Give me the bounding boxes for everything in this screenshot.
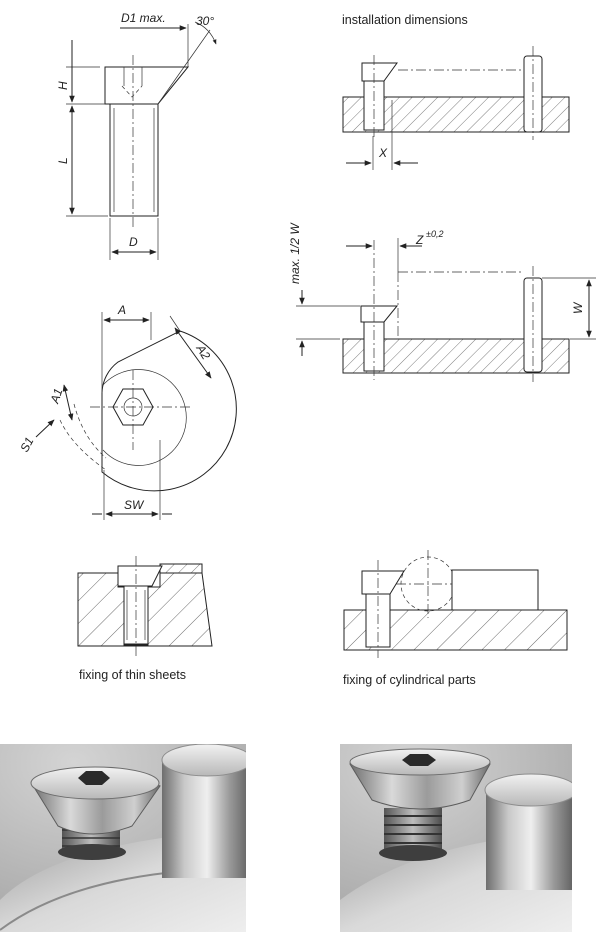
label-x: X bbox=[378, 146, 388, 160]
label-d: D bbox=[129, 235, 138, 249]
photo-screw-left bbox=[0, 744, 246, 932]
photo-screw-right bbox=[340, 744, 572, 932]
installation-diagram-x: X bbox=[342, 46, 570, 170]
installation-title: installation dimensions bbox=[342, 13, 468, 27]
screw-top-view: A A2 A1 S1 SW bbox=[17, 303, 237, 520]
label-l: L bbox=[56, 157, 70, 164]
label-a1: A1 bbox=[47, 387, 65, 406]
label-sw: SW bbox=[124, 498, 145, 512]
caption-thin-sheets: fixing of thin sheets bbox=[79, 668, 186, 682]
thin-sheets-diagram: fixing of thin sheets bbox=[77, 556, 213, 682]
screw-side-view: D1 max. 30° H L D bbox=[56, 11, 217, 260]
label-h: H bbox=[56, 81, 70, 90]
label-d1-max: D1 max. bbox=[121, 11, 166, 25]
label-z-tolerance: ±0,2 bbox=[426, 229, 443, 239]
label-a: A bbox=[117, 303, 126, 317]
label-w: W bbox=[571, 301, 585, 314]
cylindrical-parts-diagram: fixing of cylindrical parts bbox=[343, 550, 568, 687]
label-z: Z bbox=[415, 233, 424, 247]
caption-cylindrical-parts: fixing of cylindrical parts bbox=[343, 673, 476, 687]
installation-diagram-w: Z ±0,2 max. 1/2 W W bbox=[288, 222, 596, 382]
label-angle: 30° bbox=[196, 14, 214, 28]
label-s1: S1 bbox=[17, 435, 36, 455]
label-max-half-w: max. 1/2 W bbox=[288, 222, 302, 284]
